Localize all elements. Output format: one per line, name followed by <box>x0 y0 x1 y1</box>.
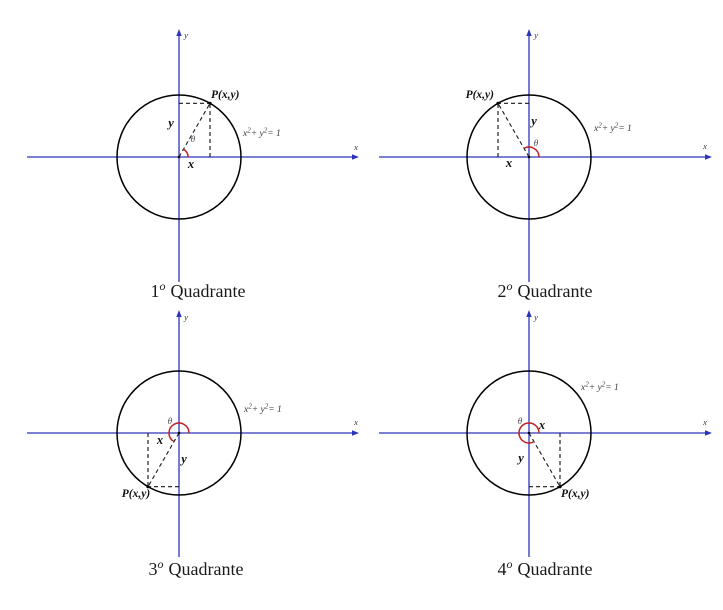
x-axis-arrow-icon <box>705 154 712 160</box>
caption-quadrant-4: 4o Quadrante <box>497 557 593 579</box>
x-axis-arrow-icon <box>352 430 359 436</box>
angle-arc <box>523 146 540 158</box>
ordinal-superscript: o <box>506 557 513 571</box>
ordinal-superscript: o <box>159 279 166 293</box>
y-axis-tip-label: y <box>183 30 188 40</box>
y-axis-arrow-icon <box>526 310 532 317</box>
point-label: P(x,y) <box>561 488 590 500</box>
x-axis-tip-label: x <box>353 142 358 152</box>
unit-circle <box>466 370 592 496</box>
quadrant-word: Quadrante <box>170 281 246 301</box>
x-axis-tip-label: x <box>702 417 707 427</box>
x-leg-label: x <box>156 433 163 447</box>
quadrant-word: Quadrante <box>168 559 244 579</box>
y-leg-label: y <box>529 114 537 128</box>
quadrant-word: Quadrante <box>517 559 593 579</box>
radius-line <box>147 432 180 487</box>
point-dot <box>208 101 212 105</box>
quadrant-word: Quadrante <box>517 281 593 301</box>
quadrant-number: 2 <box>497 281 507 301</box>
circle-equation-label: x2+ y2= 1 <box>242 127 281 140</box>
quadrant-4-panel: P(x,y) x y θ x y x2+ y2= 1 <box>379 310 712 557</box>
radius-line <box>178 103 211 158</box>
unit-circle <box>116 94 242 220</box>
circle-equation-label: x2+ y2= 1 <box>580 381 619 394</box>
y-axis-arrow-icon <box>526 29 532 36</box>
circle-equation-label: x2+ y2= 1 <box>593 122 632 135</box>
point-dot <box>146 485 150 489</box>
quadrant-2-panel: P(x,y) x y θ x y x2+ y2= 1 <box>379 29 712 282</box>
origin-dot <box>177 155 181 159</box>
x-leg-label: x <box>505 156 512 170</box>
y-axis-arrow-icon <box>176 29 182 36</box>
quadrant-number: 1 <box>150 281 160 301</box>
y-leg-label: y <box>166 116 174 130</box>
point-label: P(x,y) <box>122 488 151 500</box>
origin-dot <box>177 431 181 435</box>
point-dot <box>496 101 500 105</box>
x-axis-arrow-icon <box>705 430 712 436</box>
x-axis-arrow-icon <box>352 154 359 160</box>
theta-label: θ <box>168 417 173 427</box>
unit-circle <box>116 370 242 496</box>
quadrant-number: 4 <box>497 559 507 579</box>
angle-arc <box>168 422 190 443</box>
radius-line <box>528 432 561 487</box>
theta-label: θ <box>518 417 523 427</box>
quadrant-1-panel: P(x,y) x y θ x y x2+ y2= 1 <box>27 29 359 282</box>
angle-arc <box>518 422 540 444</box>
unit-circle <box>466 94 592 220</box>
circle-equation-label: x2+ y2= 1 <box>243 403 282 416</box>
y-axis-tip-label: y <box>533 312 538 322</box>
y-leg-label: y <box>516 451 524 465</box>
theta-label: θ <box>191 135 196 145</box>
angle-arc <box>183 148 189 158</box>
origin-dot <box>527 431 531 435</box>
x-axis-tip-label: x <box>702 141 707 151</box>
point-label: P(x,y) <box>466 89 495 101</box>
point-dot <box>558 485 562 489</box>
y-axis-arrow-icon <box>176 310 182 317</box>
y-axis-tip-label: y <box>183 312 188 322</box>
origin-dot <box>527 155 531 159</box>
ordinal-superscript: o <box>506 279 513 293</box>
caption-quadrant-3: 3o Quadrante <box>148 557 244 579</box>
y-leg-label: y <box>179 452 187 466</box>
y-axis-tip-label: y <box>533 30 538 40</box>
x-axis-tip-label: x <box>353 417 358 427</box>
radius-line <box>497 103 530 158</box>
quadrant-number: 3 <box>148 559 158 579</box>
x-leg-label: x <box>187 157 194 171</box>
ordinal-superscript: o <box>157 557 164 571</box>
point-label: P(x,y) <box>211 89 240 101</box>
caption-quadrant-1: 1o Quadrante <box>150 279 246 301</box>
x-leg-label: x <box>538 418 545 432</box>
theta-label: θ <box>534 139 539 149</box>
caption-quadrant-2: 2o Quadrante <box>497 279 593 301</box>
